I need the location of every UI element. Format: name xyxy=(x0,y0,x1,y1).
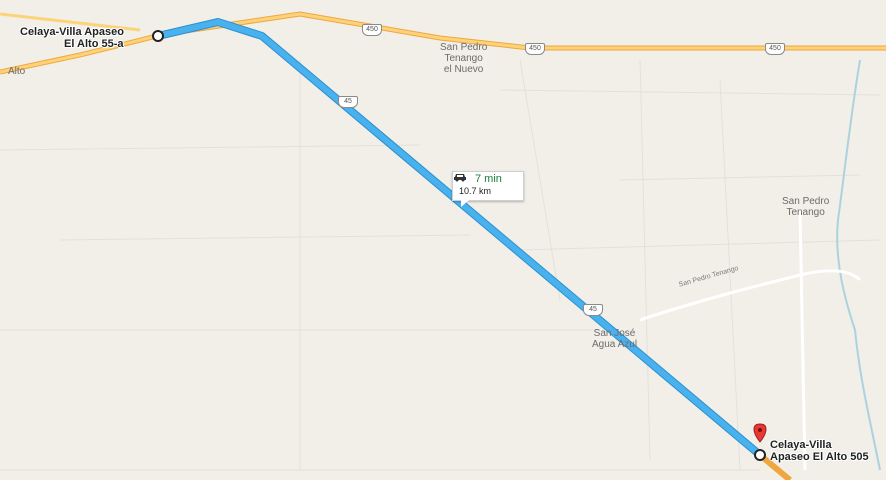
highway-shield-450: 450 xyxy=(765,43,785,55)
highway-spur xyxy=(0,12,141,32)
car-icon xyxy=(454,174,466,182)
place-label-line: Agua Azul xyxy=(592,339,638,350)
route-time: 7 min xyxy=(475,173,502,185)
place-alto: Alto xyxy=(8,66,26,77)
destination-label-line2: Apaseo El Alto 505 xyxy=(770,451,869,463)
place-san-jose-agua-azul: San José Agua Azul xyxy=(592,328,637,350)
place-label-line: Tenango xyxy=(786,207,825,218)
destination-marker[interactable] xyxy=(754,449,766,461)
place-san-pedro-tenango: San Pedro Tenango xyxy=(782,196,829,218)
terrain-lines xyxy=(0,59,881,471)
origin-label-line2: El Alto 55-a xyxy=(64,38,124,50)
route-info-box[interactable]: 7 min 10.7 km xyxy=(452,171,524,207)
highway-shield-45: 45 xyxy=(338,96,358,108)
highway-shield-45: 45 xyxy=(583,304,603,316)
destination-pin-icon[interactable] xyxy=(753,423,767,443)
destination-label-line1: Celaya-Villa xyxy=(770,439,832,451)
route-distance: 10.7 km xyxy=(459,186,492,196)
place-label-line: San Pedro xyxy=(782,196,830,207)
place-label-line: el Nuevo xyxy=(443,64,484,75)
origin-label-line1: Celaya-Villa Apaseo xyxy=(20,26,124,38)
place-san-pedro-tenango-el-nuevo: San Pedro Tenango el Nuevo xyxy=(440,42,487,75)
river xyxy=(836,59,881,471)
origin-marker[interactable] xyxy=(152,30,164,42)
highway-shield-450: 450 xyxy=(362,24,382,36)
local-road xyxy=(798,209,807,471)
destination-label: Celaya-Villa Apaseo El Alto 505 xyxy=(770,439,869,463)
highway-shield-450: 450 xyxy=(525,43,545,55)
origin-label: Celaya-Villa Apaseo El Alto 55-a xyxy=(20,26,124,50)
place-label-line: Tenango xyxy=(444,53,483,64)
place-label-line: San José xyxy=(593,328,636,339)
route-line xyxy=(155,19,763,458)
place-label-line: San Pedro xyxy=(440,42,488,53)
road-san-pedro-tenango xyxy=(639,269,862,322)
